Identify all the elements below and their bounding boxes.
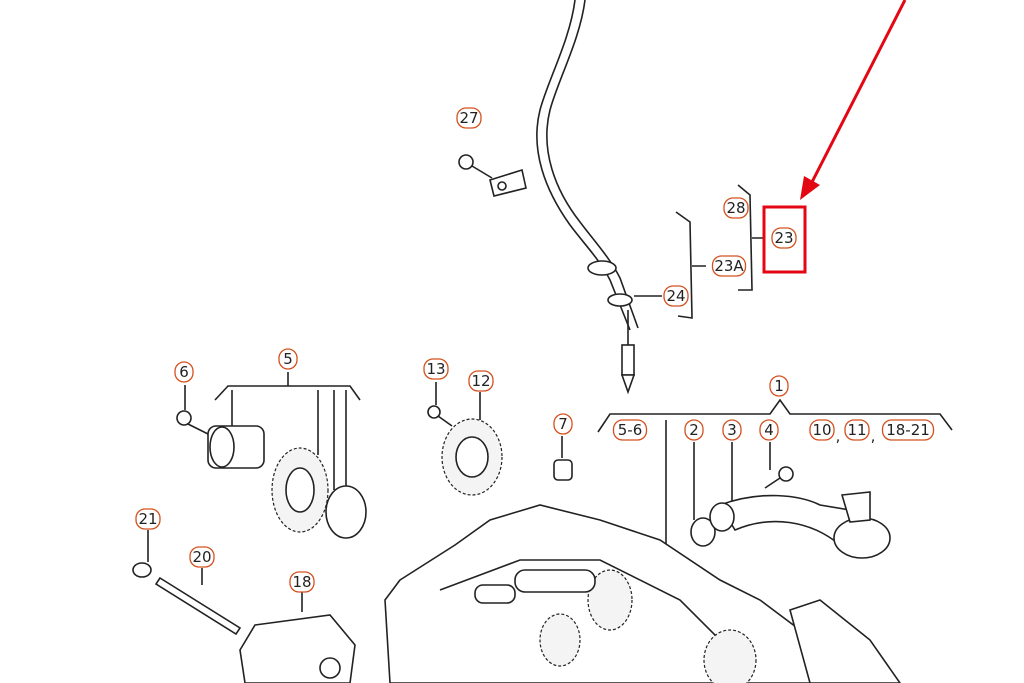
callout-label: 27	[459, 109, 478, 127]
callout-11: 11	[844, 419, 870, 441]
callout-ring	[189, 546, 215, 568]
callout-ring	[722, 419, 742, 441]
callout-24: 24	[663, 285, 689, 307]
callout-28: 28	[723, 197, 749, 219]
callout-ring	[771, 227, 797, 249]
callout-2: 2	[684, 419, 704, 441]
callout-ring	[723, 197, 749, 219]
callout-13: 13	[423, 358, 449, 380]
callout-label: 20	[192, 548, 211, 566]
separator-comma: ,	[836, 427, 841, 445]
ring-21	[132, 562, 152, 578]
callout-ring	[711, 255, 747, 277]
callout-23A: 23A	[711, 255, 747, 277]
callout-ring	[769, 375, 789, 397]
callout-ring	[135, 508, 161, 530]
bracket-5	[214, 372, 361, 401]
callout-ring	[468, 370, 494, 392]
dipstick-end	[620, 310, 636, 395]
arrow-icon	[800, 0, 907, 200]
separator-comma: ,	[871, 427, 876, 445]
callout-label: 6	[179, 363, 189, 381]
callout-label: 18-21	[886, 421, 930, 439]
callout-label: 21	[138, 510, 157, 528]
engine-block-right	[789, 599, 901, 683]
callout-18: 18	[289, 571, 315, 593]
callout-label: 23	[774, 229, 793, 247]
callout-21: 21	[135, 508, 161, 530]
callout-ring	[809, 419, 835, 441]
callout-label: 2	[689, 421, 699, 439]
callout-20: 20	[189, 546, 215, 568]
callout-ring	[759, 419, 779, 441]
gear-5	[271, 447, 329, 533]
callout-5-6: 5-6	[612, 419, 648, 441]
dipstick-seal	[587, 260, 633, 307]
callout-23: 23	[771, 227, 797, 249]
callout-7: 7	[553, 413, 573, 435]
o-ring-2	[690, 517, 716, 547]
highlight-box-23	[762, 205, 807, 274]
callout-label: 28	[726, 199, 745, 217]
callout-5: 5	[278, 348, 298, 370]
callout-ring	[844, 419, 870, 441]
shaft-20	[154, 576, 242, 636]
callout-label: 5	[283, 350, 293, 368]
callout-ring	[612, 419, 648, 441]
bracket-1	[597, 398, 953, 560]
gear-12	[441, 418, 503, 496]
oil-pickup-3	[709, 491, 891, 559]
callout-ring	[684, 419, 704, 441]
callout-1: 1	[769, 375, 789, 397]
callout-label: 1	[774, 377, 784, 395]
callout-ring	[456, 107, 482, 129]
callout-ring	[289, 571, 315, 593]
sleeve-5	[207, 425, 265, 469]
bolt-6	[176, 410, 213, 437]
vacuum-pump-18	[239, 614, 356, 683]
callout-label: 4	[764, 421, 774, 439]
balance-shaft-housing	[384, 504, 852, 683]
leader-lines-5	[231, 390, 347, 490]
callout-ring	[881, 419, 935, 441]
callout-ring	[174, 361, 194, 383]
bolt-27	[458, 154, 493, 179]
callout-3: 3	[722, 419, 742, 441]
callout-4: 4	[759, 419, 779, 441]
callout-ring	[663, 285, 689, 307]
sleeve-7	[553, 459, 573, 481]
callout-ring	[278, 348, 298, 370]
bracket-23	[737, 184, 764, 291]
callout-18-21: 18-21	[881, 419, 935, 441]
callout-label: 7	[558, 415, 568, 433]
callout-27: 27	[456, 107, 482, 129]
callout-label: 5-6	[618, 421, 643, 439]
dipstick-tube	[489, 0, 639, 331]
bracket-23A	[675, 211, 706, 319]
callout-10: 10	[809, 419, 835, 441]
callout-label: 11	[847, 421, 866, 439]
callout-label: 18	[292, 573, 311, 591]
callout-label: 12	[471, 372, 490, 390]
bolt-4	[764, 466, 794, 489]
callout-12: 12	[468, 370, 494, 392]
callout-label: 23A	[714, 257, 744, 275]
callout-label: 10	[812, 421, 831, 439]
callout-ring	[423, 358, 449, 380]
callout-label: 13	[426, 360, 445, 378]
callout-label: 3	[727, 421, 737, 439]
callout-label: 24	[666, 287, 685, 305]
callout-6: 6	[174, 361, 194, 383]
bolt-13	[427, 405, 453, 427]
callout-ring	[553, 413, 573, 435]
gasket-5	[325, 485, 367, 539]
